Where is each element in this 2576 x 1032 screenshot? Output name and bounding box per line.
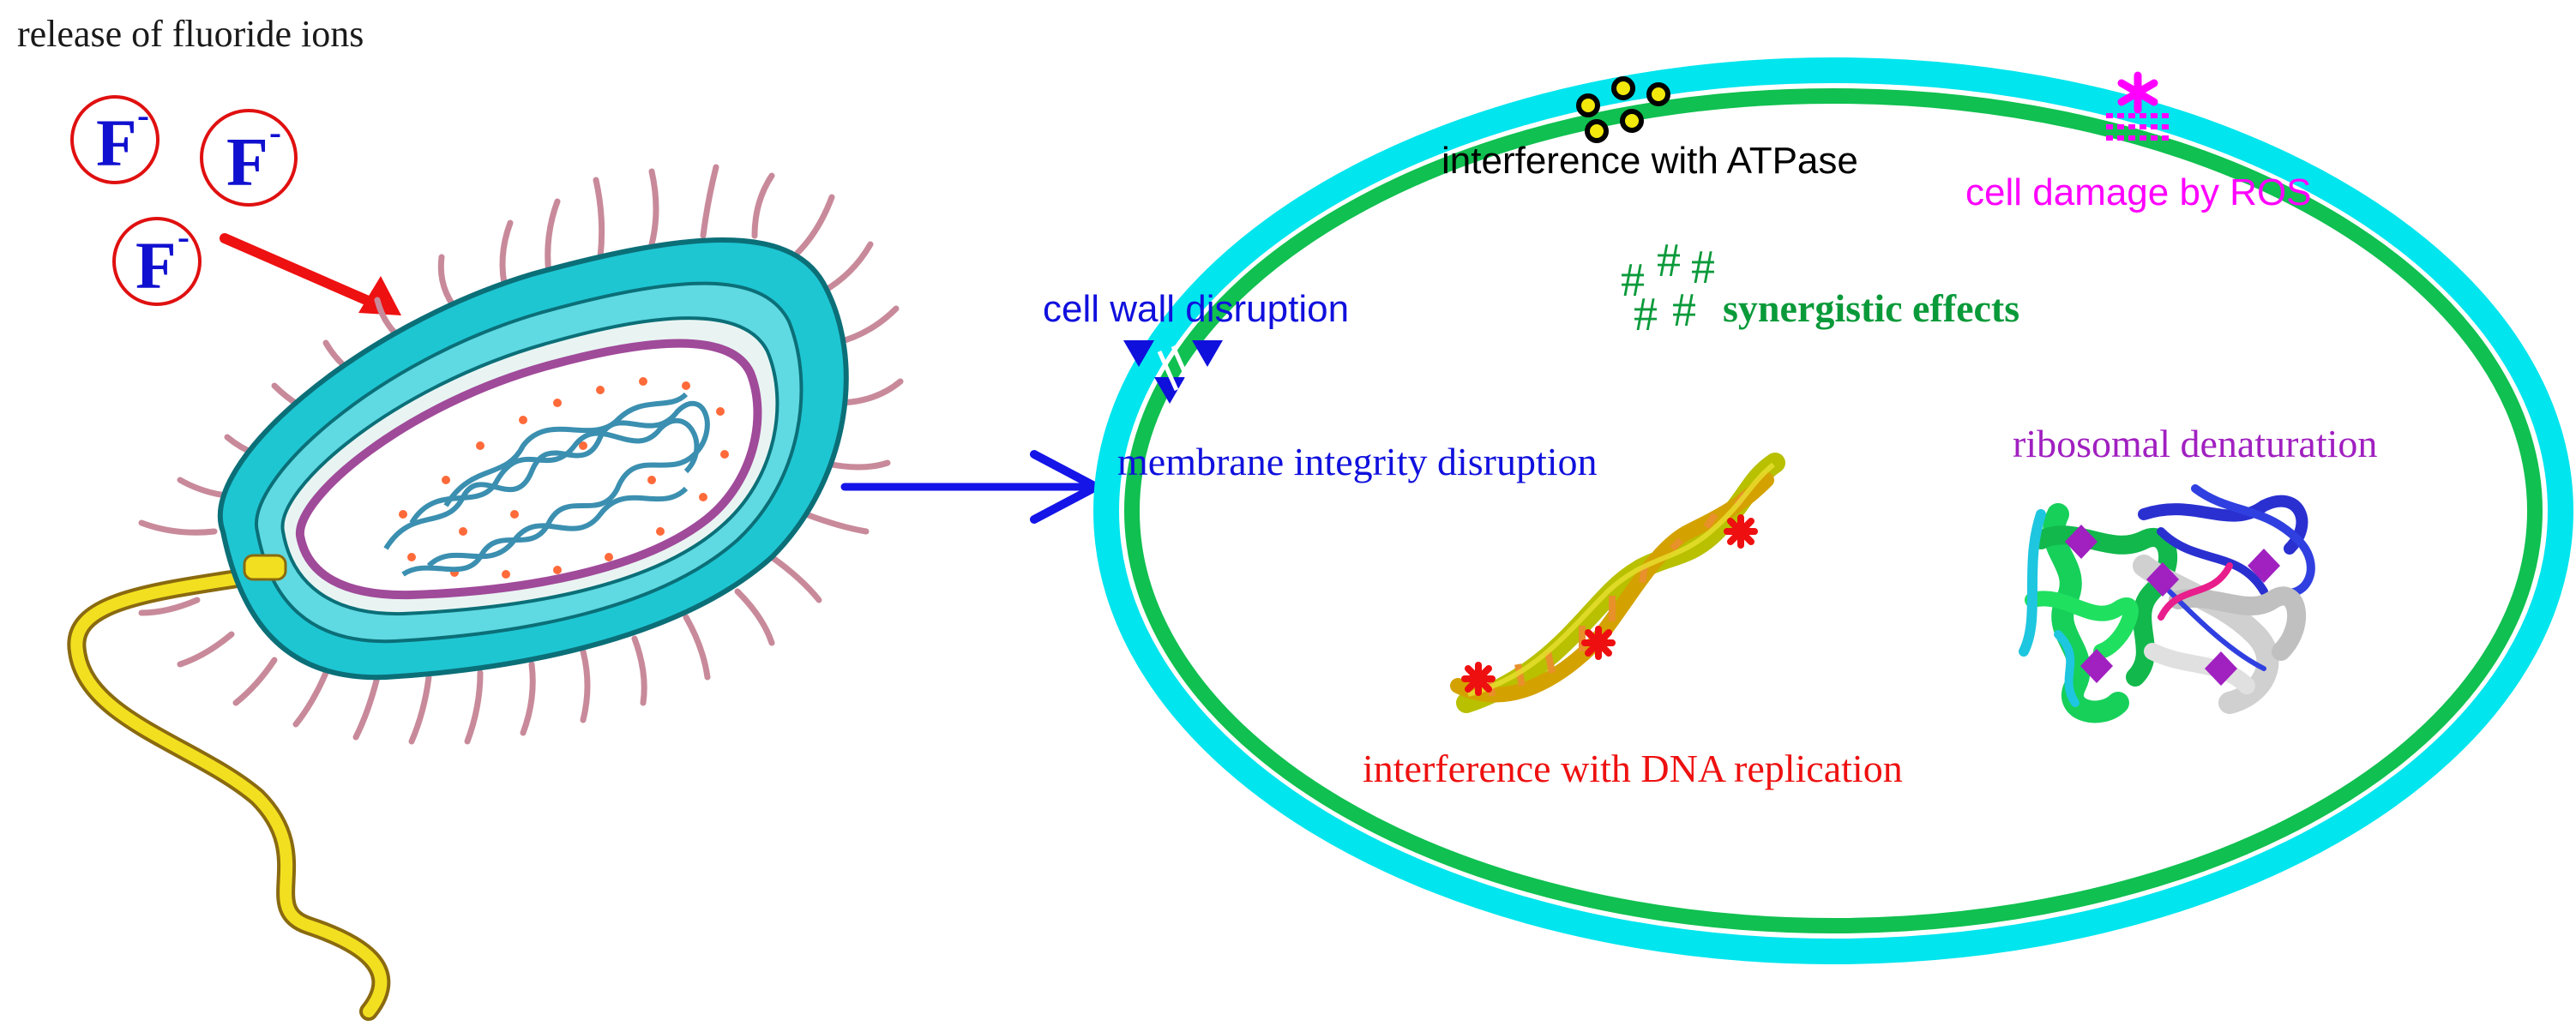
fluoride-ion-letter: F: [96, 105, 137, 180]
label-ribosomal: ribosomal denaturation: [2013, 422, 2378, 465]
fluoride-ion-2: F -: [200, 109, 298, 207]
fluoride-ion-3: F -: [112, 217, 202, 306]
fluoride-ion-charge: -: [269, 113, 281, 153]
fluoride-ion-charge: -: [178, 218, 190, 257]
fluoride-ion-letter: F: [226, 125, 268, 201]
label-dna: interference with DNA replication: [1363, 747, 1903, 790]
diagram-title: release of fluoride ions: [17, 13, 364, 55]
denaturation-markers: [2065, 525, 2280, 686]
label-synergistic: synergistic effects: [1723, 286, 2020, 330]
svg-text:#: #: [1634, 288, 1658, 341]
triangle-icon: [1123, 340, 1223, 404]
flagellum-base: [243, 554, 287, 581]
svg-text:#: #: [1621, 254, 1645, 307]
svg-text:#: #: [1691, 241, 1715, 294]
release-arrow: [220, 233, 401, 315]
cytoplasm-ribosomes: [399, 377, 729, 579]
fluoride-ion-1: F -: [70, 95, 159, 184]
label-cell-wall: cell wall disruption: [1043, 288, 1350, 330]
yellow-circles-icon: [1576, 76, 1670, 143]
fluoride-ion-letter: F: [135, 228, 177, 303]
svg-text:#: #: [1672, 284, 1696, 337]
nucleoid: [383, 392, 710, 577]
cell-membrane-ring: [1093, 57, 2573, 964]
double-helix-icon: [1450, 453, 1785, 713]
protein-structure-icon: [2019, 484, 2315, 723]
bacterium-icon: [67, 164, 904, 1021]
fluoride-ion-charge: -: [137, 96, 149, 135]
dna-damage-markers: [1461, 514, 1758, 696]
svg-text:#: #: [1657, 234, 1681, 287]
asterisk-icon: [2106, 71, 2170, 141]
label-atpase: interference with ATPase: [1441, 140, 1858, 182]
label-membrane: membrane integrity disruption: [1117, 440, 1598, 483]
label-ros: cell damage by ROS: [1965, 171, 2312, 213]
hash-icon: # # # # #: [1621, 234, 1715, 341]
